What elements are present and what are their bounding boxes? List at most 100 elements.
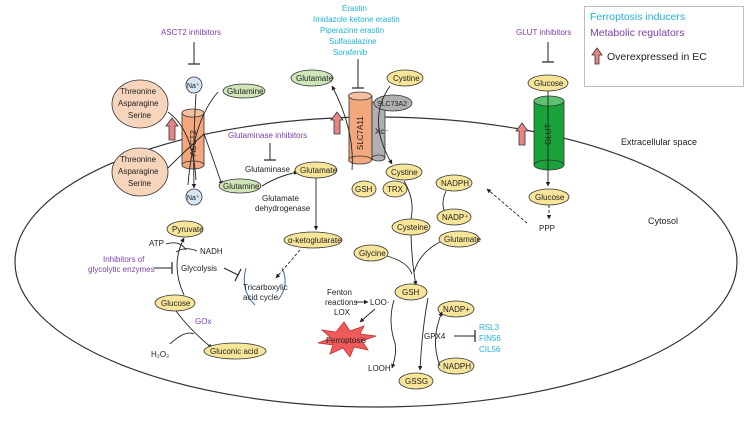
svg-text:GSSG: GSSG bbox=[405, 377, 428, 386]
fenton-label-1: Fenton bbox=[327, 288, 352, 297]
legend-up-arrow-icon bbox=[591, 47, 603, 65]
nadph-top: NADPH bbox=[435, 174, 473, 192]
glut-transporter: GLUT bbox=[533, 95, 565, 171]
na-top-ion: Na⁺ bbox=[185, 76, 203, 94]
svg-text:NADP+: NADP+ bbox=[443, 305, 470, 314]
glutamate-intracellular: Glutamate bbox=[294, 161, 337, 179]
glutamate-extracellular: Glutamate bbox=[290, 69, 333, 87]
svg-text:Glutamine: Glutamine bbox=[227, 87, 264, 96]
looh-label: LOOH bbox=[368, 364, 391, 373]
svg-text:SLC73A2: SLC73A2 bbox=[377, 101, 407, 108]
nadp-plus: NADP+ bbox=[437, 300, 475, 318]
svg-text:Cystine: Cystine bbox=[391, 168, 418, 177]
svg-text:acid cycle: acid cycle bbox=[243, 293, 279, 302]
svg-text:Na⁺: Na⁺ bbox=[187, 194, 200, 202]
glutamate-cytosol: Glutamate bbox=[438, 230, 481, 248]
xc-label: Xc⁻ bbox=[375, 127, 389, 136]
svg-text:SLC7A11: SLC7A11 bbox=[356, 116, 365, 150]
legend-metabolic-regulators: Metabolic regulators bbox=[590, 27, 685, 39]
svg-text:Glucose: Glucose bbox=[534, 79, 564, 88]
gssg: GSSG bbox=[398, 372, 434, 390]
cil56-label: CIL56 bbox=[479, 345, 501, 354]
atp-label: ATP bbox=[149, 239, 164, 248]
glutaminase-inhibitors-label: Glutaminase inhibitors bbox=[228, 131, 307, 140]
amino-acids-bottom: Threonine Asparagine Serine bbox=[111, 147, 169, 197]
cysteine: Cysteine bbox=[391, 218, 431, 236]
svg-text:Sulfasalazine: Sulfasalazine bbox=[329, 37, 377, 46]
svg-text:Glutamate: Glutamate bbox=[444, 235, 481, 244]
alpha-ketoglutarate: α-ketoglutarate bbox=[283, 231, 343, 249]
glutamate-dehydrogenase-label-2: dehydrogenase bbox=[255, 204, 311, 213]
svg-text:ASCT2: ASCT2 bbox=[189, 130, 198, 156]
gluconic-acid: Gluconic acid bbox=[203, 342, 267, 360]
trx: TRX bbox=[382, 180, 408, 198]
cystine-intracellular: Cystine bbox=[385, 163, 423, 181]
svg-text:Erastin: Erastin bbox=[342, 4, 367, 13]
svg-text:Glucose: Glucose bbox=[535, 193, 565, 202]
svg-text:Glutamate: Glutamate bbox=[296, 74, 333, 83]
gpx4-label: GPX4 bbox=[424, 332, 446, 341]
svg-text:Gluconic acid: Gluconic acid bbox=[210, 347, 258, 356]
svg-text:GLUT: GLUT bbox=[544, 124, 553, 145]
svg-text:NADP⁺: NADP⁺ bbox=[442, 213, 468, 222]
na-bottom-ion: Na⁺ bbox=[185, 188, 203, 206]
svg-text:Serine: Serine bbox=[128, 111, 152, 120]
cystine-extracellular: Cystine bbox=[386, 69, 424, 87]
svg-text:Glutamate: Glutamate bbox=[300, 166, 337, 175]
svg-text:Na⁺: Na⁺ bbox=[187, 82, 200, 90]
ferroptosis-burst: Ferroptosis bbox=[317, 321, 377, 358]
nadp-top: NADP⁺ bbox=[436, 208, 472, 226]
gsh-main: GSH bbox=[394, 283, 428, 301]
svg-text:Serine: Serine bbox=[128, 179, 152, 188]
pyruvate: Pyruvate bbox=[166, 220, 204, 238]
legend-ferroptosis-inducers: Ferroptosis inducers bbox=[590, 11, 686, 23]
svg-text:Sorafenib: Sorafenib bbox=[333, 48, 368, 57]
glycolytic-inhibitors-label-1: Inhibitors of bbox=[103, 255, 145, 264]
rsl3-label: RSL3 bbox=[479, 323, 500, 332]
svg-text:Asparagine: Asparagine bbox=[118, 99, 159, 108]
svg-text:Imidazole ketone erastin: Imidazole ketone erastin bbox=[313, 15, 400, 24]
svg-text:TRX: TRX bbox=[387, 185, 404, 194]
svg-text:GSH: GSH bbox=[355, 185, 373, 194]
svg-text:Threonine: Threonine bbox=[120, 87, 157, 96]
amino-acids-top: Threonine Asparagine Serine bbox=[111, 79, 169, 129]
gsh-small: GSH bbox=[351, 180, 377, 198]
loo-label: LOO· bbox=[370, 298, 390, 307]
svg-text:Asparagine: Asparagine bbox=[118, 167, 159, 176]
legend-overexpressed: Overexpressed in EC bbox=[607, 51, 707, 63]
cytosol-label: Cytosol bbox=[648, 216, 678, 226]
svg-text:Cystine: Cystine bbox=[393, 74, 420, 83]
glutamate-dehydrogenase-label-1: Glutamate bbox=[262, 194, 299, 203]
glucose-glycolysis: Glucose bbox=[154, 294, 196, 312]
extracellular-label-1: Extracellular space bbox=[621, 137, 697, 147]
overexpressed-arrow-glut bbox=[515, 122, 529, 146]
glucose-extracellular: Glucose bbox=[527, 74, 569, 92]
slc3a2-transporter: SLC73A2 bbox=[371, 94, 413, 162]
nadh-label: NADH bbox=[200, 247, 223, 256]
fin56-label: FIN56 bbox=[479, 334, 501, 343]
fenton-label-3: LOX bbox=[334, 308, 351, 317]
svg-text:GSH: GSH bbox=[402, 288, 420, 297]
glutamine-intracellular: Glutamine bbox=[218, 178, 262, 194]
svg-text:Cysteine: Cysteine bbox=[397, 223, 429, 232]
glycolytic-inhibitors-label-2: glycolytic enzymes bbox=[88, 265, 155, 274]
overexpressed-arrow-asct2 bbox=[165, 117, 179, 141]
fenton-label-2: reactions bbox=[325, 298, 357, 307]
svg-text:Tricarboxylic: Tricarboxylic bbox=[243, 283, 288, 292]
slc7a11-transporter: SLC7A11 bbox=[348, 91, 373, 165]
svg-text:Pyruvate: Pyruvate bbox=[172, 225, 204, 234]
svg-text:α-ketoglutarate: α-ketoglutarate bbox=[288, 236, 342, 245]
nadph-bottom: NADPH bbox=[437, 357, 475, 375]
svg-text:Glucose: Glucose bbox=[161, 299, 191, 308]
overexpressed-arrow-xc bbox=[330, 111, 344, 135]
svg-text:Glycine: Glycine bbox=[359, 249, 386, 258]
glutamine-extracellular: Glutamine bbox=[222, 83, 266, 99]
glycine: Glycine bbox=[353, 244, 389, 262]
asct2-inhibitors-label: ASCT2 inhibitors bbox=[161, 28, 221, 37]
gox-label: GOx bbox=[195, 317, 211, 326]
asct2-transporter: ASCT2 bbox=[181, 108, 205, 170]
glycolysis-label: Glycolysis bbox=[181, 264, 217, 273]
svg-text:NADPH: NADPH bbox=[443, 362, 471, 371]
glut-inhibitors-label: GLUT inhibitors bbox=[516, 28, 571, 37]
